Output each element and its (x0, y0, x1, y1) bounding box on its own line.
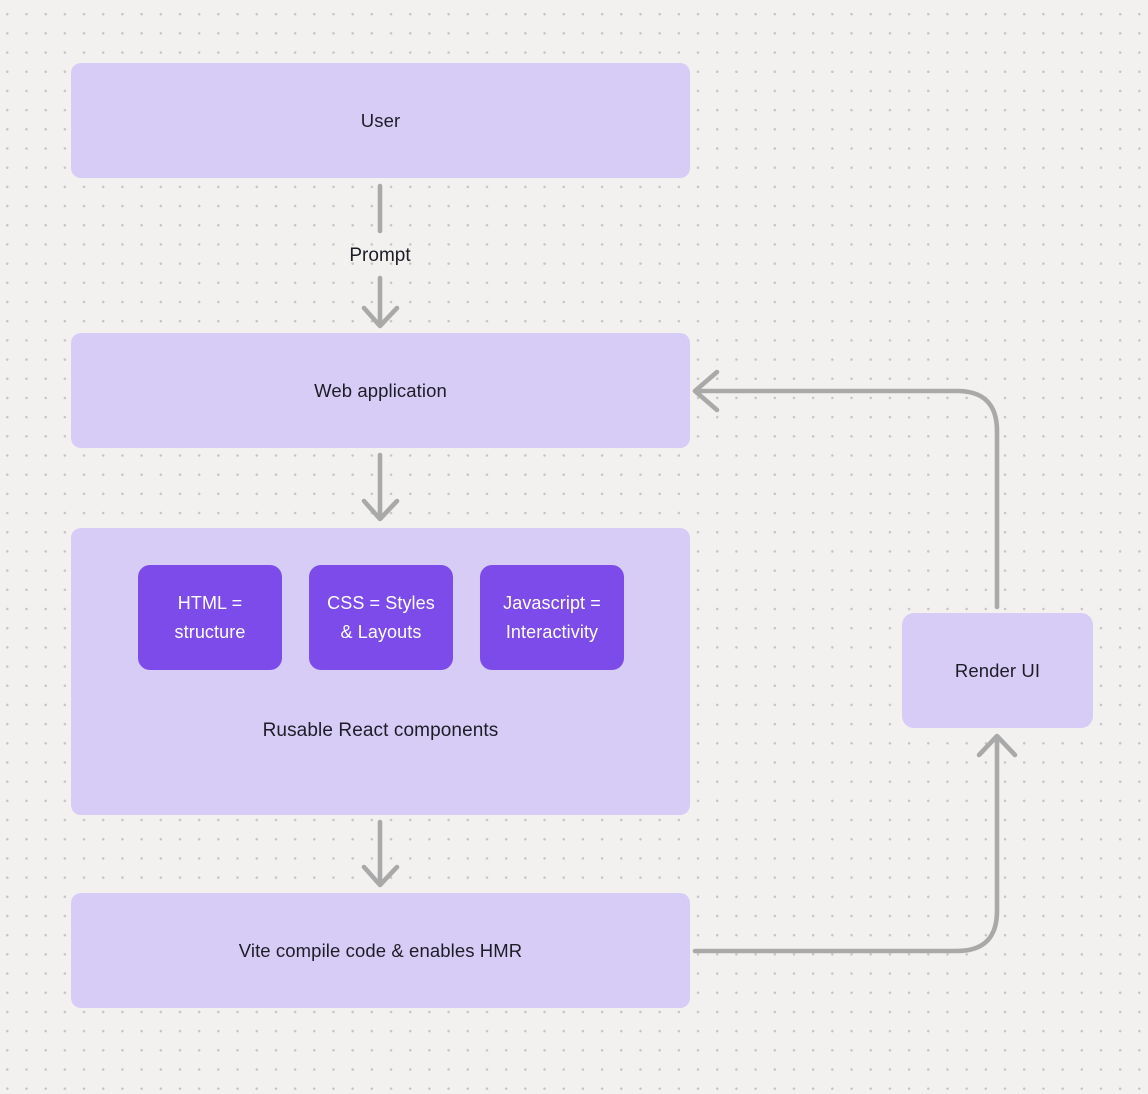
node-user: User (71, 63, 690, 178)
components-group-caption: Rusable React components (262, 720, 499, 741)
node-components-group: HTML = structure CSS = Styles & Layouts … (71, 528, 690, 815)
edge-vite-to-render-line (692, 738, 1000, 954)
node-render-ui-label: Render UI (954, 659, 1041, 681)
node-vite-label: Vite compile code & enables HMR (238, 939, 523, 961)
node-web-application-label: Web application (314, 379, 447, 401)
chip-css-label: CSS = Styles & Layouts (327, 592, 435, 642)
arrowhead-left-webapp (692, 369, 720, 413)
node-web-application: Web application (71, 333, 690, 448)
chip-html-label: HTML = structure (174, 592, 246, 642)
arrowhead-down-components (361, 498, 400, 522)
node-vite: Vite compile code & enables HMR (71, 893, 690, 1008)
edge-render-to-webapp-line (698, 388, 1000, 610)
chip-javascript-label: Javascript = Interactivity (503, 592, 601, 642)
arrowhead-up-render (976, 733, 1018, 758)
chip-javascript: Javascript = Interactivity (480, 565, 624, 670)
arrowhead-down-vite (361, 864, 400, 888)
arrowhead-down-webapp (361, 305, 400, 329)
node-user-label: User (360, 109, 401, 131)
node-render-ui: Render UI (902, 613, 1093, 728)
chip-css: CSS = Styles & Layouts (309, 565, 453, 670)
edge-label-prompt: Prompt (349, 245, 411, 266)
chip-html: HTML = structure (138, 565, 282, 670)
